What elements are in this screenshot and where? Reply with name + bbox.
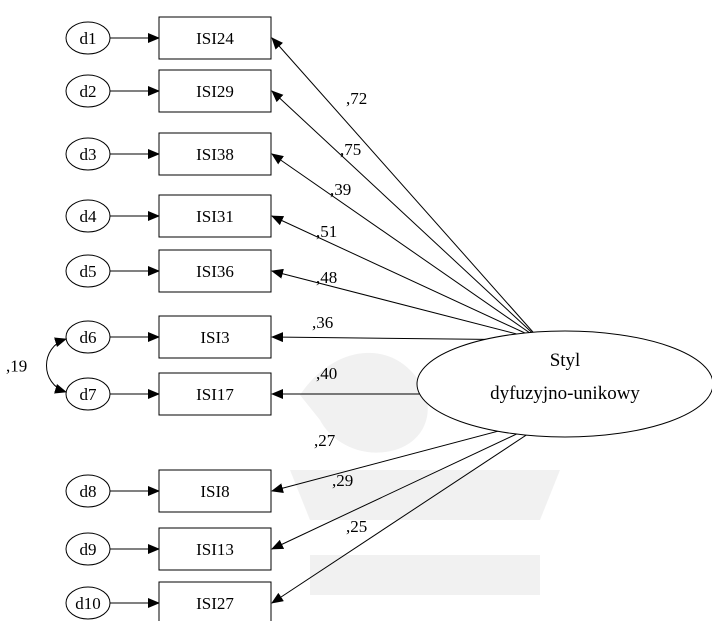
item-label: ISI24 (196, 29, 234, 48)
loading-arrow-isi31 (271, 215, 541, 341)
error-label: d9 (80, 540, 97, 559)
latent-factor: Styl dyfuzyjno-unikowy (416, 330, 712, 438)
loading-arrow-isi8 (271, 419, 541, 494)
loading-label-isi38: ,39 (330, 180, 351, 199)
loading-label-isi24: ,72 (346, 89, 367, 108)
row-d3: d3 ISI38 (65, 132, 272, 176)
item-box (158, 372, 272, 416)
item-label: ISI31 (196, 207, 234, 226)
loading-label-isi36: ,48 (316, 268, 337, 287)
latent-ellipse (416, 330, 712, 438)
item-box (158, 69, 272, 113)
error-label: d10 (75, 594, 101, 613)
loading-arrow-isi38 (271, 153, 541, 341)
loading-label-isi8: ,27 (314, 431, 336, 450)
item-box (158, 581, 272, 621)
item-label: ISI8 (200, 482, 229, 501)
latent-label-line1: Styl (550, 350, 581, 371)
item-label: ISI36 (196, 262, 234, 281)
loading-label-isi29: ,75 (340, 140, 361, 159)
item-label: ISI29 (196, 82, 234, 101)
error-label: d5 (80, 262, 97, 281)
latent-label-line2: dyfuzyjno-unikowy (490, 383, 640, 404)
loading-arrow-isi36 (271, 268, 541, 341)
row-d5: d5 ISI36 (65, 249, 272, 293)
row-d9: d9 ISI13 (65, 527, 272, 571)
item-label: ISI13 (196, 540, 234, 559)
row-d1: d1 ISI24 (65, 16, 272, 60)
row-d2: d2 ISI29 (65, 69, 272, 113)
loading-paths: ,72 ,75 ,39 ,51 ,48 ,36 ,40 ,27 ,29 ,25 (271, 37, 541, 604)
item-box (158, 16, 272, 60)
row-d6: d6 ISI3 (65, 315, 272, 359)
row-d7: d7 ISI17 (65, 372, 272, 416)
loading-label-isi27: ,25 (346, 517, 367, 536)
covariance-arc (46, 337, 67, 394)
error-label: d1 (80, 29, 97, 48)
item-box (158, 132, 272, 176)
loading-label-isi17: ,40 (316, 364, 337, 383)
loading-arrow-isi24 (271, 37, 541, 341)
error-label: d4 (80, 207, 98, 226)
item-box (158, 469, 272, 513)
loading-arrow-isi13 (271, 422, 541, 550)
covariance: ,19 (6, 337, 67, 394)
loading-arrow-isi27 (271, 425, 541, 604)
row-d8: d8 ISI8 (65, 469, 272, 513)
error-label: d7 (80, 385, 98, 404)
item-label: ISI17 (196, 385, 234, 404)
watermark-emblem (290, 352, 560, 595)
loading-label-isi31: ,51 (316, 222, 337, 241)
item-label: ISI27 (196, 594, 234, 613)
error-label: d3 (80, 145, 97, 164)
loading-label-isi13: ,29 (332, 471, 353, 490)
error-label: d8 (80, 482, 97, 501)
item-label: ISI38 (196, 145, 234, 164)
error-label: d6 (80, 328, 97, 347)
loading-arrow-isi29 (271, 90, 541, 341)
item-box (158, 527, 272, 571)
covariance-label: ,19 (6, 357, 27, 376)
row-d10: d10 ISI27 (65, 581, 272, 621)
loading-label-isi3: ,36 (312, 313, 333, 332)
error-label: d2 (80, 82, 97, 101)
item-box (158, 249, 272, 293)
item-box (158, 315, 272, 359)
item-label: ISI3 (200, 328, 229, 347)
row-d4: d4 ISI31 (65, 194, 272, 238)
item-box (158, 194, 272, 238)
